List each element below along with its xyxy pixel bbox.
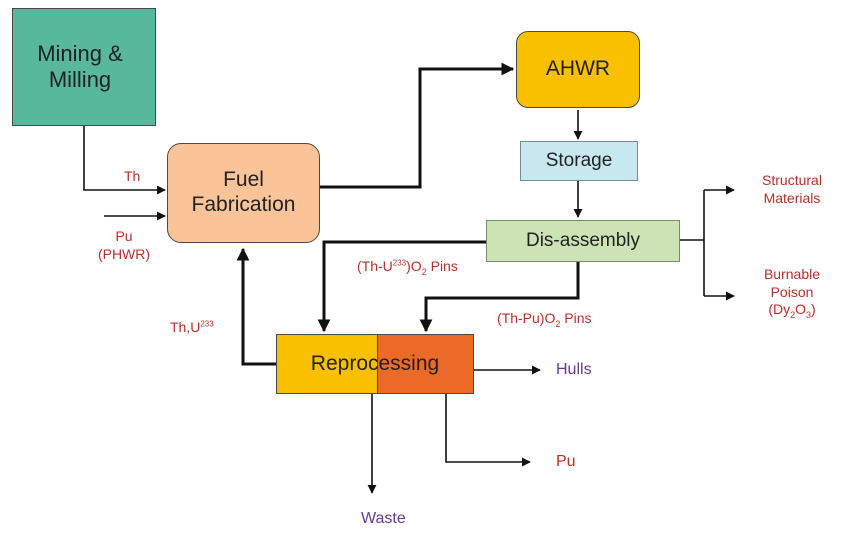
pu-phwr-label: Pu (PHWR) [97, 228, 151, 262]
mining-milling-box: Mining & Milling [12, 8, 156, 126]
th-u233-label: Th,U233 [170, 319, 214, 335]
ahwr-label: AHWR [545, 57, 611, 81]
fuel-fabrication-box: Fuel Fabrication [167, 143, 320, 243]
burnable-poison-label: Burnable Poison (Dy2O3) [763, 266, 821, 320]
th-pu-pins-label: (Th-Pu)O2 Pins [497, 310, 592, 329]
reprocessing-label: Reprocessing [310, 351, 440, 375]
storage-label: Storage [545, 149, 613, 171]
arrow-reprocessing-to-fuel [236, 247, 276, 366]
ahwr-box: AHWR [516, 31, 640, 108]
reprocessing-left-half [277, 335, 377, 393]
th-label: Th [124, 168, 141, 184]
reprocessing-right-half [377, 335, 473, 393]
fuel-fabrication-label: Fuel Fabrication [191, 168, 296, 216]
hulls-output: Hulls [556, 361, 592, 378]
arrow-thpu-pins-to-reprocessing [419, 262, 580, 333]
disassembly-label: Dis-assembly [525, 229, 641, 251]
pu-output: Pu [556, 453, 576, 470]
arrow-th-to-fuel [83, 126, 166, 195]
arrow-to-pu [445, 394, 531, 467]
reprocessing-box: Reprocessing [276, 334, 474, 394]
structural-materials-label: Structural Materials [762, 172, 822, 206]
arrow-fuel-to-ahwr [320, 62, 515, 189]
waste-output: Waste [361, 510, 406, 527]
th-u233-pins-label: (Th-U233)O2 Pins [357, 258, 458, 277]
storage-box: Storage [520, 141, 638, 181]
arrow-thu-pins-to-reprocessing [317, 240, 486, 333]
disassembly-box: Dis-assembly [486, 220, 680, 262]
branch-disassembly-right [680, 190, 705, 296]
mining-milling-label: Mining & Milling [37, 41, 123, 92]
